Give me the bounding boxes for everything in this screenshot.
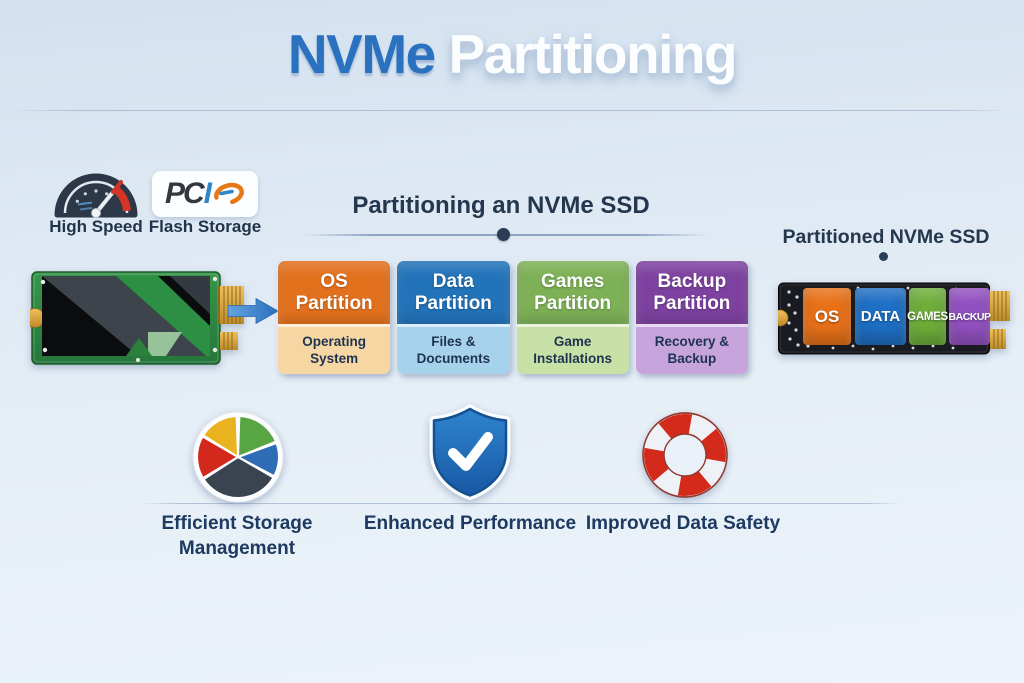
card-os-partition: OS Partition Operating System	[278, 261, 391, 374]
partition-block-games: GAMES	[907, 288, 948, 345]
benefit-performance-label: Enhanced Performance	[363, 513, 577, 534]
card-data-title: Data Partition	[397, 261, 510, 324]
partition-block-data: DATA	[855, 288, 906, 345]
benefits-divider	[142, 503, 902, 504]
page-title: NVMe Partitioning	[0, 24, 1024, 85]
card-backup-subtitle: Recovery & Backup	[635, 324, 748, 374]
high-speed-label: High Speed	[49, 217, 143, 236]
pci-swoosh-icon	[214, 182, 244, 206]
title-accent: NVMe	[287, 23, 436, 85]
partitioned-ssd-illustration: OS DATA GAMES BACKUP	[778, 282, 1016, 356]
benefit-storage-label: Efficient Storage Management	[161, 513, 313, 560]
lifebuoy-icon	[642, 412, 728, 498]
result-heading-dot	[879, 252, 888, 261]
card-games-partition: Games Partition Game Installations	[516, 261, 629, 374]
flash-storage-label: Flash Storage	[148, 217, 262, 236]
process-divider-dot	[497, 228, 510, 241]
unpartitioned-ssd-illustration	[30, 271, 244, 365]
card-data-subtitle: Files & Documents	[397, 324, 510, 374]
card-games-title: Games Partition	[516, 261, 629, 324]
pci-logo-text-dark: PC	[164, 177, 205, 210]
card-games-subtitle: Game Installations	[516, 324, 629, 374]
pie-chart-icon	[192, 411, 284, 503]
benefit-safety-label: Improved Data Safety	[585, 513, 781, 534]
card-backup-partition: Backup Partition Recovery & Backup	[635, 261, 748, 374]
card-os-title: OS Partition	[278, 261, 391, 324]
pci-flash-logo: PC I	[152, 171, 258, 217]
card-data-partition: Data Partition Files & Documents	[397, 261, 510, 374]
card-os-subtitle: Operating System	[278, 324, 391, 374]
pci-logo-text-accent: I	[203, 177, 212, 210]
card-backup-title: Backup Partition	[635, 261, 748, 324]
partition-block-os: OS	[803, 288, 851, 345]
header-divider	[12, 110, 1012, 111]
shield-check-icon	[429, 404, 511, 500]
speedometer-icon	[54, 173, 138, 218]
title-rest: Partitioning	[448, 23, 738, 85]
partition-block-backup: BACKUP	[949, 288, 991, 345]
flow-arrow-icon	[228, 297, 279, 325]
partition-cards: OS Partition Operating System Data Parti…	[278, 261, 748, 374]
process-heading: Partitioning an NVMe SSD	[352, 192, 650, 219]
result-heading: Partitioned NVMe SSD	[782, 226, 990, 248]
